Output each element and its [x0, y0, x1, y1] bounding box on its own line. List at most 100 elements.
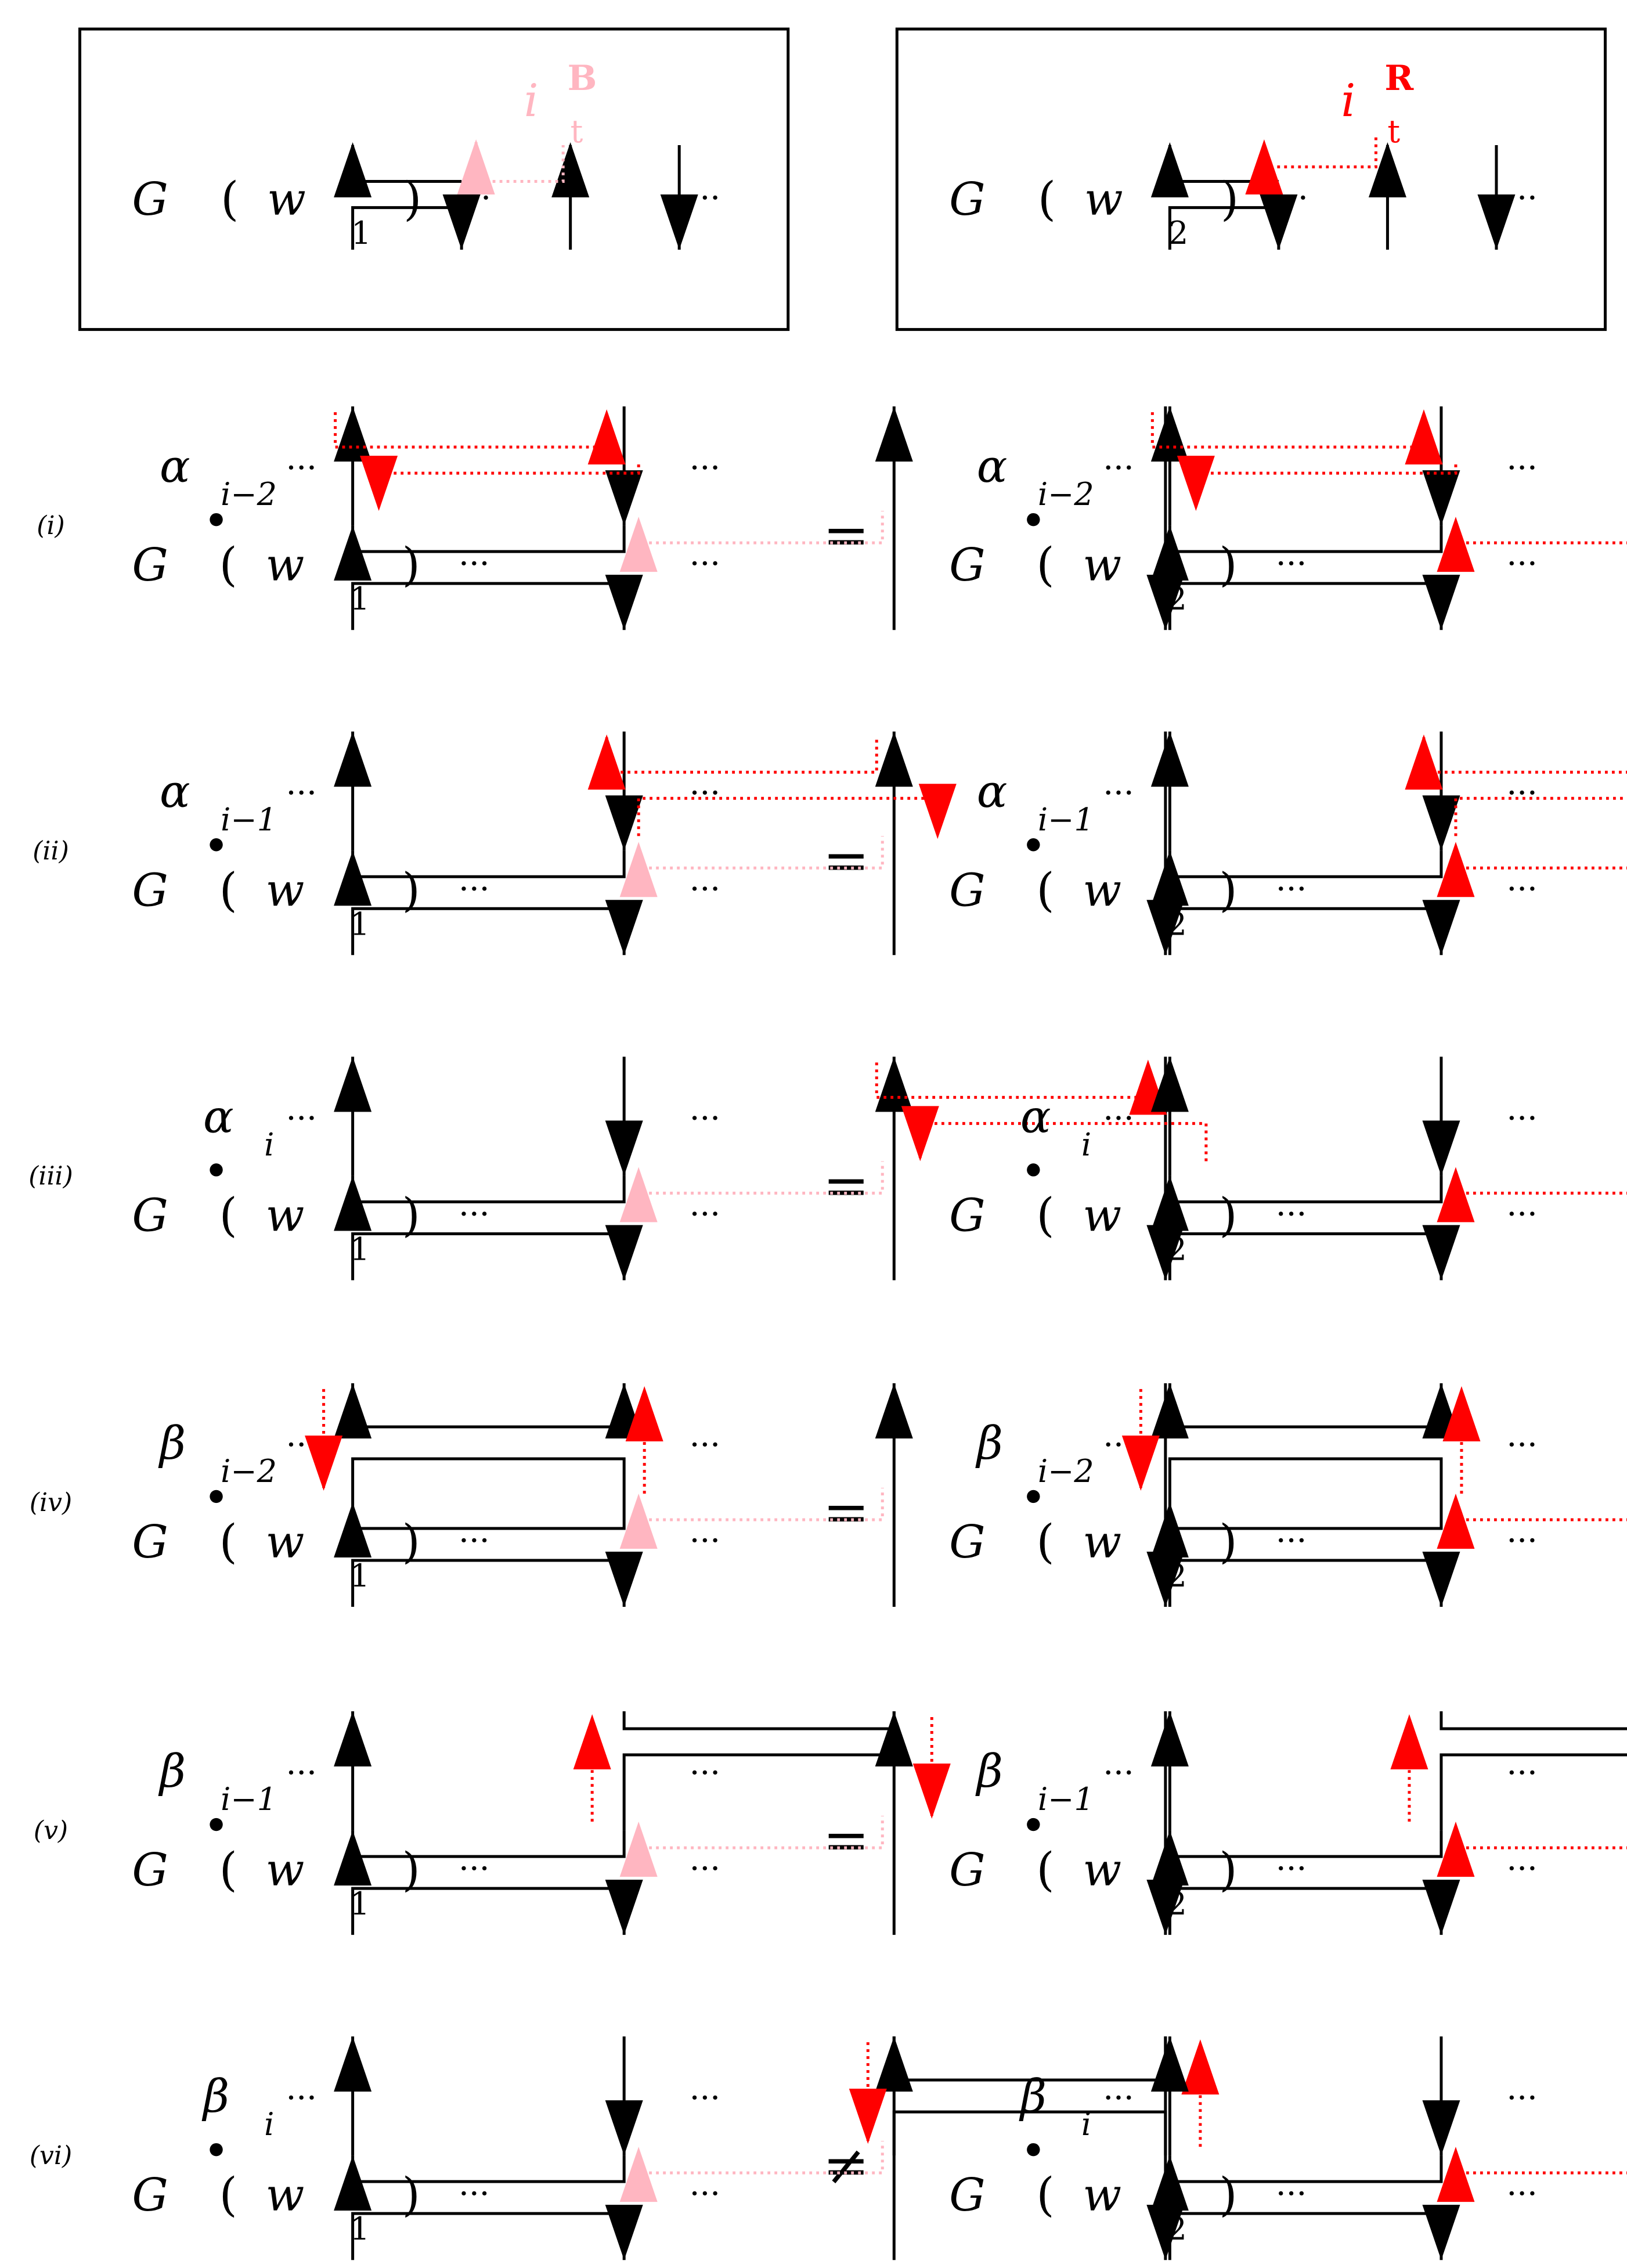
cap-w [1168, 2212, 1443, 2260]
right-dots: ··· [690, 2079, 720, 2117]
rhs-diagram: αi−2···G(w2)········· [949, 406, 1627, 630]
paren: ( [219, 2168, 237, 2222]
word-main: G [949, 864, 985, 917]
marker-arrowhead [1437, 2147, 1475, 2202]
strand-a-arrowhead [1150, 1057, 1189, 1112]
cap-w [351, 1232, 626, 1281]
word-var: w [266, 864, 305, 917]
arrowhead [1150, 1830, 1189, 1886]
slide-path [1150, 412, 1426, 449]
composition-bullet [210, 1163, 223, 1177]
composition-bullet [210, 513, 223, 527]
marker-arrowhead [1245, 139, 1283, 195]
right-dots: ··· [1506, 2079, 1537, 2117]
relation-symbol: = [823, 503, 870, 568]
strand-up-arrowhead [1368, 142, 1406, 198]
strand-b-arrowhead [1422, 2100, 1460, 2156]
arrowhead [1422, 1551, 1460, 1607]
marker-i: i [524, 75, 539, 127]
composition-bullet [1027, 513, 1040, 527]
word-var: w [1083, 1844, 1121, 1896]
right-dots: ··· [1506, 774, 1537, 812]
arrowhead [1150, 1176, 1189, 1231]
row-label: (iv) [30, 1488, 72, 1517]
cap-w [1168, 1887, 1443, 1935]
panel-frame [895, 27, 1607, 331]
lhs-diagram: βi−1···G(w1)········· [132, 1711, 1185, 1935]
marker-i: i [1341, 75, 1355, 127]
slide-path [875, 1062, 1150, 1099]
right-dots: ··· [690, 1099, 720, 1137]
generator-dots: ··· [286, 2079, 317, 2117]
strand-b-arrowhead [605, 470, 643, 526]
paren: ( [1038, 172, 1056, 226]
arrowhead [334, 1383, 372, 1438]
rhs-diagram: αi−1···G(w2)········· [949, 731, 1627, 955]
slide-arrowhead [912, 1764, 951, 1819]
generator-subscript: i−2 [1038, 476, 1094, 513]
slide-arrowhead [918, 784, 957, 839]
generator-letter: α [160, 766, 190, 818]
strand-b-arrowhead [605, 795, 643, 851]
generator-letter: β [1019, 2071, 1047, 2123]
word-var: w [1083, 1516, 1121, 1569]
marker-arrowhead [619, 1822, 658, 1877]
slide-arrowhead [849, 2089, 887, 2144]
row-ii: (ii)=αi−1···G(w1)·········αi−1···G(w2)··… [33, 731, 1627, 955]
strand-c-arrowhead [875, 731, 913, 787]
row-label: (v) [34, 1816, 68, 1845]
word-var: w [1083, 1189, 1121, 1242]
right-dots: ··· [690, 1195, 720, 1233]
generator-subscript: i−1 [221, 1781, 277, 1818]
paren: ( [1036, 1842, 1054, 1896]
slide-arrowhead [1177, 456, 1215, 511]
row-iii: (iii)=αi···G(w1)·········αi···G(w2)·····… [28, 1057, 1627, 1281]
generator-letter: β [975, 1418, 1003, 1470]
lhs-diagram: αi···G(w1)········· [132, 1057, 1208, 1281]
relation-symbol: = [823, 1808, 870, 1873]
rhs-diagram: βi···G(w2)········· [949, 2036, 1627, 2260]
header-word-var: w [1084, 174, 1123, 226]
word-main: G [132, 1516, 168, 1569]
arrowhead [1422, 575, 1460, 630]
word-label: G(w1)··· [132, 538, 490, 617]
word-label: G(w1)··· [132, 1188, 490, 1267]
row-vi: (vi)≠βi···G(w1)·········βi···G(w2)······… [30, 2036, 1627, 2260]
slide-path [1194, 464, 1458, 509]
marker-arrowhead [1437, 1822, 1475, 1877]
strand-down-arrowhead [1260, 194, 1298, 250]
marker-letter: R [1384, 58, 1414, 99]
generator-dots: ··· [1103, 449, 1134, 487]
cap-w [1168, 1232, 1443, 1281]
generator-dots: ··· [1103, 1754, 1134, 1792]
strand-down-arrowhead [1477, 194, 1516, 250]
generator-letter: β [975, 1746, 1003, 1798]
marker-path [1454, 525, 1627, 545]
strand-b-arrowhead [1422, 1120, 1460, 1176]
word-label: G(w2)··· [949, 1515, 1307, 1594]
row-i: (i)=αi−2···G(w1)·········αi−2···G(w2)···… [37, 406, 1627, 630]
marker-path [1454, 2155, 1627, 2175]
word-var: w [266, 2169, 305, 2222]
arrowhead [1150, 1502, 1189, 1557]
right-dots: ··· [1506, 1850, 1537, 1888]
right-dots: ··· [1506, 1754, 1537, 1792]
lhs-diagram: αi−2···G(w1)········· [132, 406, 1185, 630]
marker-t: t [1387, 113, 1400, 150]
composition-bullet [210, 1818, 223, 1831]
composition-bullet [210, 1490, 223, 1503]
arrowhead [605, 2205, 643, 2260]
word-label: G(w2)··· [949, 1188, 1307, 1267]
strand-a-arrowhead [334, 406, 372, 462]
marker-path [1454, 1830, 1627, 1849]
rhs-diagram: αi···G(w2)········· [949, 1057, 1627, 1281]
cap-bc [1440, 1711, 1627, 1730]
arrowhead [334, 850, 372, 906]
composition-bullet [1027, 838, 1040, 852]
word-var: w [266, 1844, 305, 1896]
row-v: (v)=βi−1···G(w1)·········βi−1···G(w2)···… [34, 1711, 1627, 1935]
marker-arrowhead [1437, 1167, 1475, 1223]
generator-letter: α [203, 1091, 234, 1143]
word-var: w [1083, 864, 1121, 917]
generator-dots: ··· [1103, 774, 1134, 812]
